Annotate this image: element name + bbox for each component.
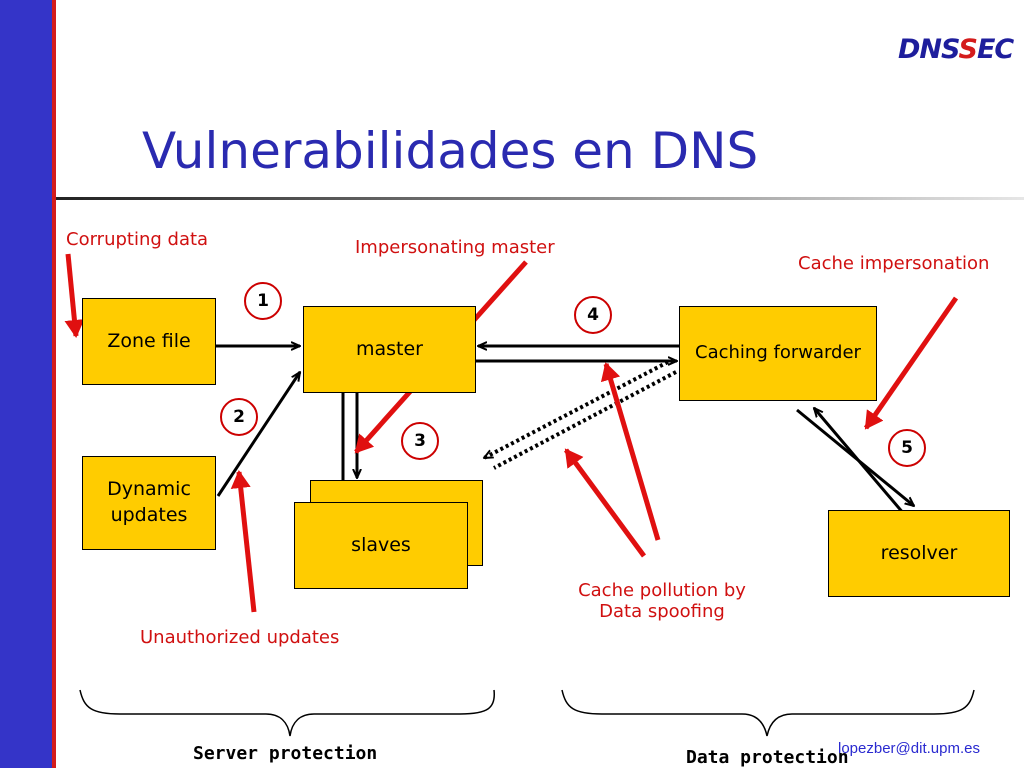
arrow-resolver-to-forwarder [814,408,906,515]
attack-arrow-pollution-2 [600,362,661,541]
server-protection-brace [79,689,496,737]
slide-title: Vulnerabilidades en DNS [142,122,759,180]
cache-pollution-line1: Cache pollution by [578,580,746,601]
slaves-box: slaves [294,502,468,589]
dnssec-logo: DNSSEC [898,34,1014,65]
attack-arrow-cache-impersonation [863,296,959,430]
dynamic-label-line1: Dynamic [107,478,191,501]
resolver-box: resolver [828,510,1010,597]
zone-file-label: Zone file [107,329,191,352]
cache-impersonation-label: Cache impersonation [798,253,990,274]
step-number-1: 1 [244,282,282,320]
caching-forwarder-label: Caching forwarder [695,342,861,364]
step-number-3: 3 [401,422,439,460]
step-number-5: 5 [888,429,926,467]
sidebar-accent-line [52,0,56,768]
dotted-spoof-line-1 [484,360,669,460]
dynamic-updates-box: Dynamic updates [82,456,216,550]
impersonating-master-label: Impersonating master [355,237,555,258]
sidebar-stripe [0,0,52,768]
cache-pollution-line2: Data spoofing [599,601,725,622]
zone-file-box: Zone file [82,298,216,385]
unauthorized-updates-label: Unauthorized updates [140,627,340,648]
step-number-4: 4 [574,296,612,334]
resolver-label: resolver [880,541,958,564]
corrupting-data-label: Corrupting data [66,229,209,250]
slaves-label: slaves [351,533,411,556]
step-number-2: 2 [220,398,258,436]
title-underline [56,197,1024,200]
dynamic-label-line2: updates [110,504,188,526]
master-label: master [355,337,423,360]
caching-forwarder-box: Caching forwarder [679,306,877,401]
master-box: master [303,306,476,393]
server-protection-label: Server protection [193,743,378,764]
dotted-spoof-line-2 [493,370,677,470]
attack-arrow-unauthorized [230,470,257,613]
data-protection-label: Data protection [686,747,849,768]
attack-arrow-corrupting [64,253,85,338]
attack-arrow-pollution-1 [563,448,647,558]
data-protection-brace [561,689,975,737]
author-email: lopezber@dit.upm.es [838,740,980,757]
